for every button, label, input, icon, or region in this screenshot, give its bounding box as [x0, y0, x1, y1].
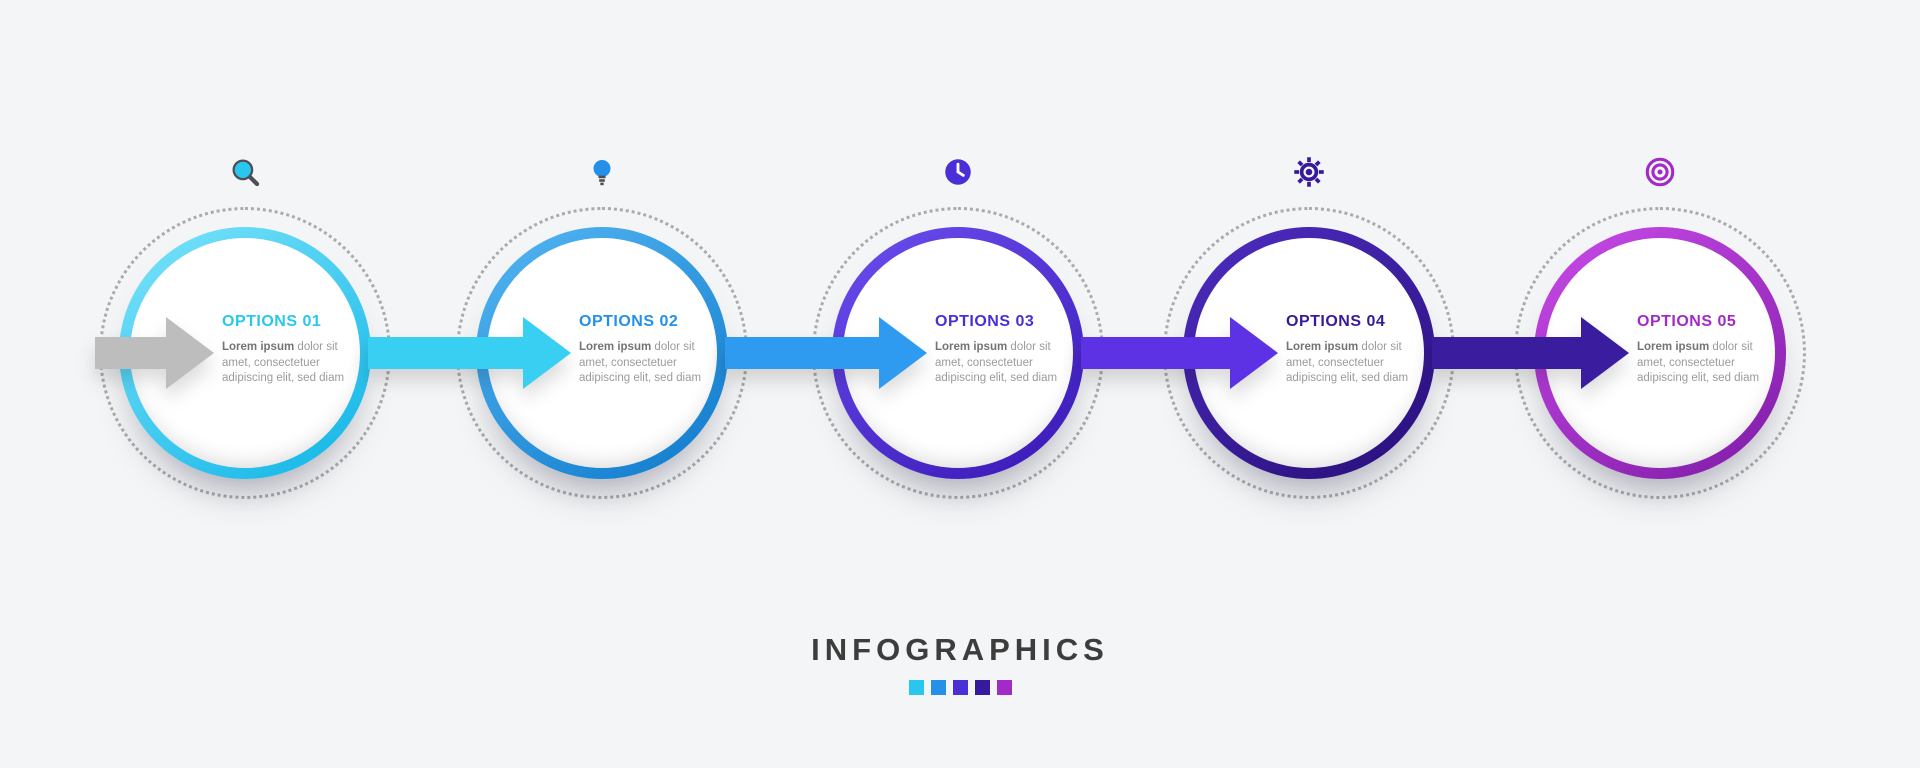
step-content: OPTIONS 04 Lorem ipsum dolor sit amet, c… — [1286, 313, 1428, 387]
step-body-lead: Lorem ipsum — [1637, 341, 1710, 353]
step-body-lead: Lorem ipsum — [222, 341, 295, 353]
arrow-into-step-2 — [368, 317, 571, 389]
step-5: OPTIONS 05 Lorem ipsum dolor sit amet, c… — [1514, 157, 1806, 499]
step-body-rest: dolor sit amet, consectetuer adipiscing … — [1637, 341, 1760, 385]
arrow-into-step-1 — [95, 317, 214, 389]
step-label: OPTIONS 01 — [222, 313, 322, 330]
legend-square-4 — [974, 680, 990, 695]
step-label: OPTIONS 05 — [1637, 313, 1737, 330]
step-body-lead: Lorem ipsum — [935, 341, 1008, 353]
clock-icon — [941, 155, 975, 189]
target-icon — [1643, 155, 1677, 189]
arrow-into-step-3 — [725, 317, 927, 389]
step-body-rest: dolor sit amet, consectetuer adipiscing … — [579, 341, 702, 385]
step-label: OPTIONS 04 — [1286, 313, 1386, 330]
step-body-lead: Lorem ipsum — [1286, 341, 1359, 353]
step-label: OPTIONS 03 — [935, 313, 1035, 330]
infographics-title: INFOGRAPHICS — [811, 632, 1109, 667]
step-content: OPTIONS 01 Lorem ipsum dolor sit amet, c… — [222, 313, 364, 387]
step-body: Lorem ipsum dolor sit amet, consectetuer… — [222, 340, 364, 387]
circle-ring — [1534, 227, 1786, 479]
step-content: OPTIONS 02 Lorem ipsum dolor sit amet, c… — [579, 313, 721, 387]
legend-square-3 — [952, 680, 968, 695]
step-content: OPTIONS 05 Lorem ipsum dolor sit amet, c… — [1637, 313, 1779, 387]
legend-square-5 — [996, 680, 1012, 695]
step-body: Lorem ipsum dolor sit amet, consectetuer… — [579, 340, 721, 387]
step-body: Lorem ipsum dolor sit amet, consectetuer… — [1286, 340, 1428, 387]
legend-squares — [0, 680, 1920, 695]
step-body-lead: Lorem ipsum — [579, 341, 652, 353]
arrow-into-step-4 — [1081, 317, 1278, 389]
step-content: OPTIONS 03 Lorem ipsum dolor sit amet, c… — [935, 313, 1077, 387]
step-body: Lorem ipsum dolor sit amet, consectetuer… — [1637, 340, 1779, 387]
gear-icon — [1292, 155, 1326, 189]
legend-square-2 — [930, 680, 946, 695]
lightbulb-icon — [585, 155, 619, 189]
footer: INFOGRAPHICS — [0, 632, 1920, 695]
step-label: OPTIONS 02 — [579, 313, 679, 330]
step-body-rest: dolor sit amet, consectetuer adipiscing … — [1286, 341, 1409, 385]
step-body: Lorem ipsum dolor sit amet, consectetuer… — [935, 340, 1077, 387]
arrow-into-step-5 — [1432, 317, 1629, 389]
legend-square-1 — [908, 680, 924, 695]
step-body-rest: dolor sit amet, consectetuer adipiscing … — [935, 341, 1058, 385]
step-body-rest: dolor sit amet, consectetuer adipiscing … — [222, 341, 345, 385]
search-icon — [228, 155, 262, 189]
